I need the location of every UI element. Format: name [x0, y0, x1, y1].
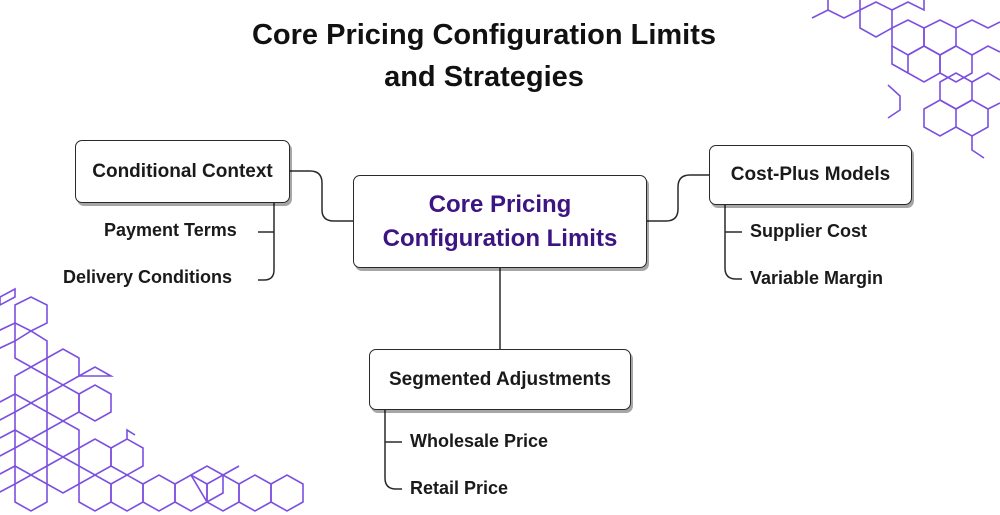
connector-costplus-children: [724, 205, 742, 280]
branch-label-segmented-adjustments: Segmented Adjustments: [388, 368, 612, 390]
diagram-title: Core Pricing Configuration Limits and St…: [0, 14, 968, 98]
connector-lines: [258, 170, 742, 490]
leaf-variable-margin: Variable Margin: [750, 268, 884, 288]
title-line-2: and Strategies: [384, 61, 584, 93]
leaf-payment-terms: Payment Terms: [104, 220, 237, 240]
title-line-1: Core Pricing Configuration Limits: [251, 19, 716, 51]
hexagon-pattern-top-right: [811, 0, 1000, 159]
branch-label-conditional-context: Conditional Context: [92, 160, 273, 182]
hexagon-pattern-bottom-left: [0, 287, 304, 512]
center-node-line-1: Core Pricing: [428, 190, 572, 218]
branch-node-conditional-context[interactable]: Conditional Context: [75, 140, 290, 203]
center-node-line-2: Configuration Limits: [382, 224, 618, 252]
connector-center-to-conditional: [290, 170, 354, 222]
connector-center-to-costplus: [647, 174, 709, 222]
branch-node-cost-plus-models[interactable]: Cost-Plus Models: [709, 145, 912, 205]
connector-segmented-children: [384, 410, 402, 490]
connector-conditional-children: [258, 203, 275, 281]
leaf-wholesale-price: Wholesale Price: [410, 431, 549, 451]
leaf-retail-price: Retail Price: [410, 478, 509, 498]
leaf-supplier-cost: Supplier Cost: [750, 221, 868, 241]
center-node[interactable]: Core Pricing Configuration Limits: [353, 175, 647, 268]
branch-label-cost-plus-models: Cost-Plus Models: [730, 164, 891, 185]
leaf-delivery-conditions: Delivery Conditions: [63, 267, 233, 287]
branch-node-segmented-adjustments[interactable]: Segmented Adjustments: [369, 349, 631, 410]
